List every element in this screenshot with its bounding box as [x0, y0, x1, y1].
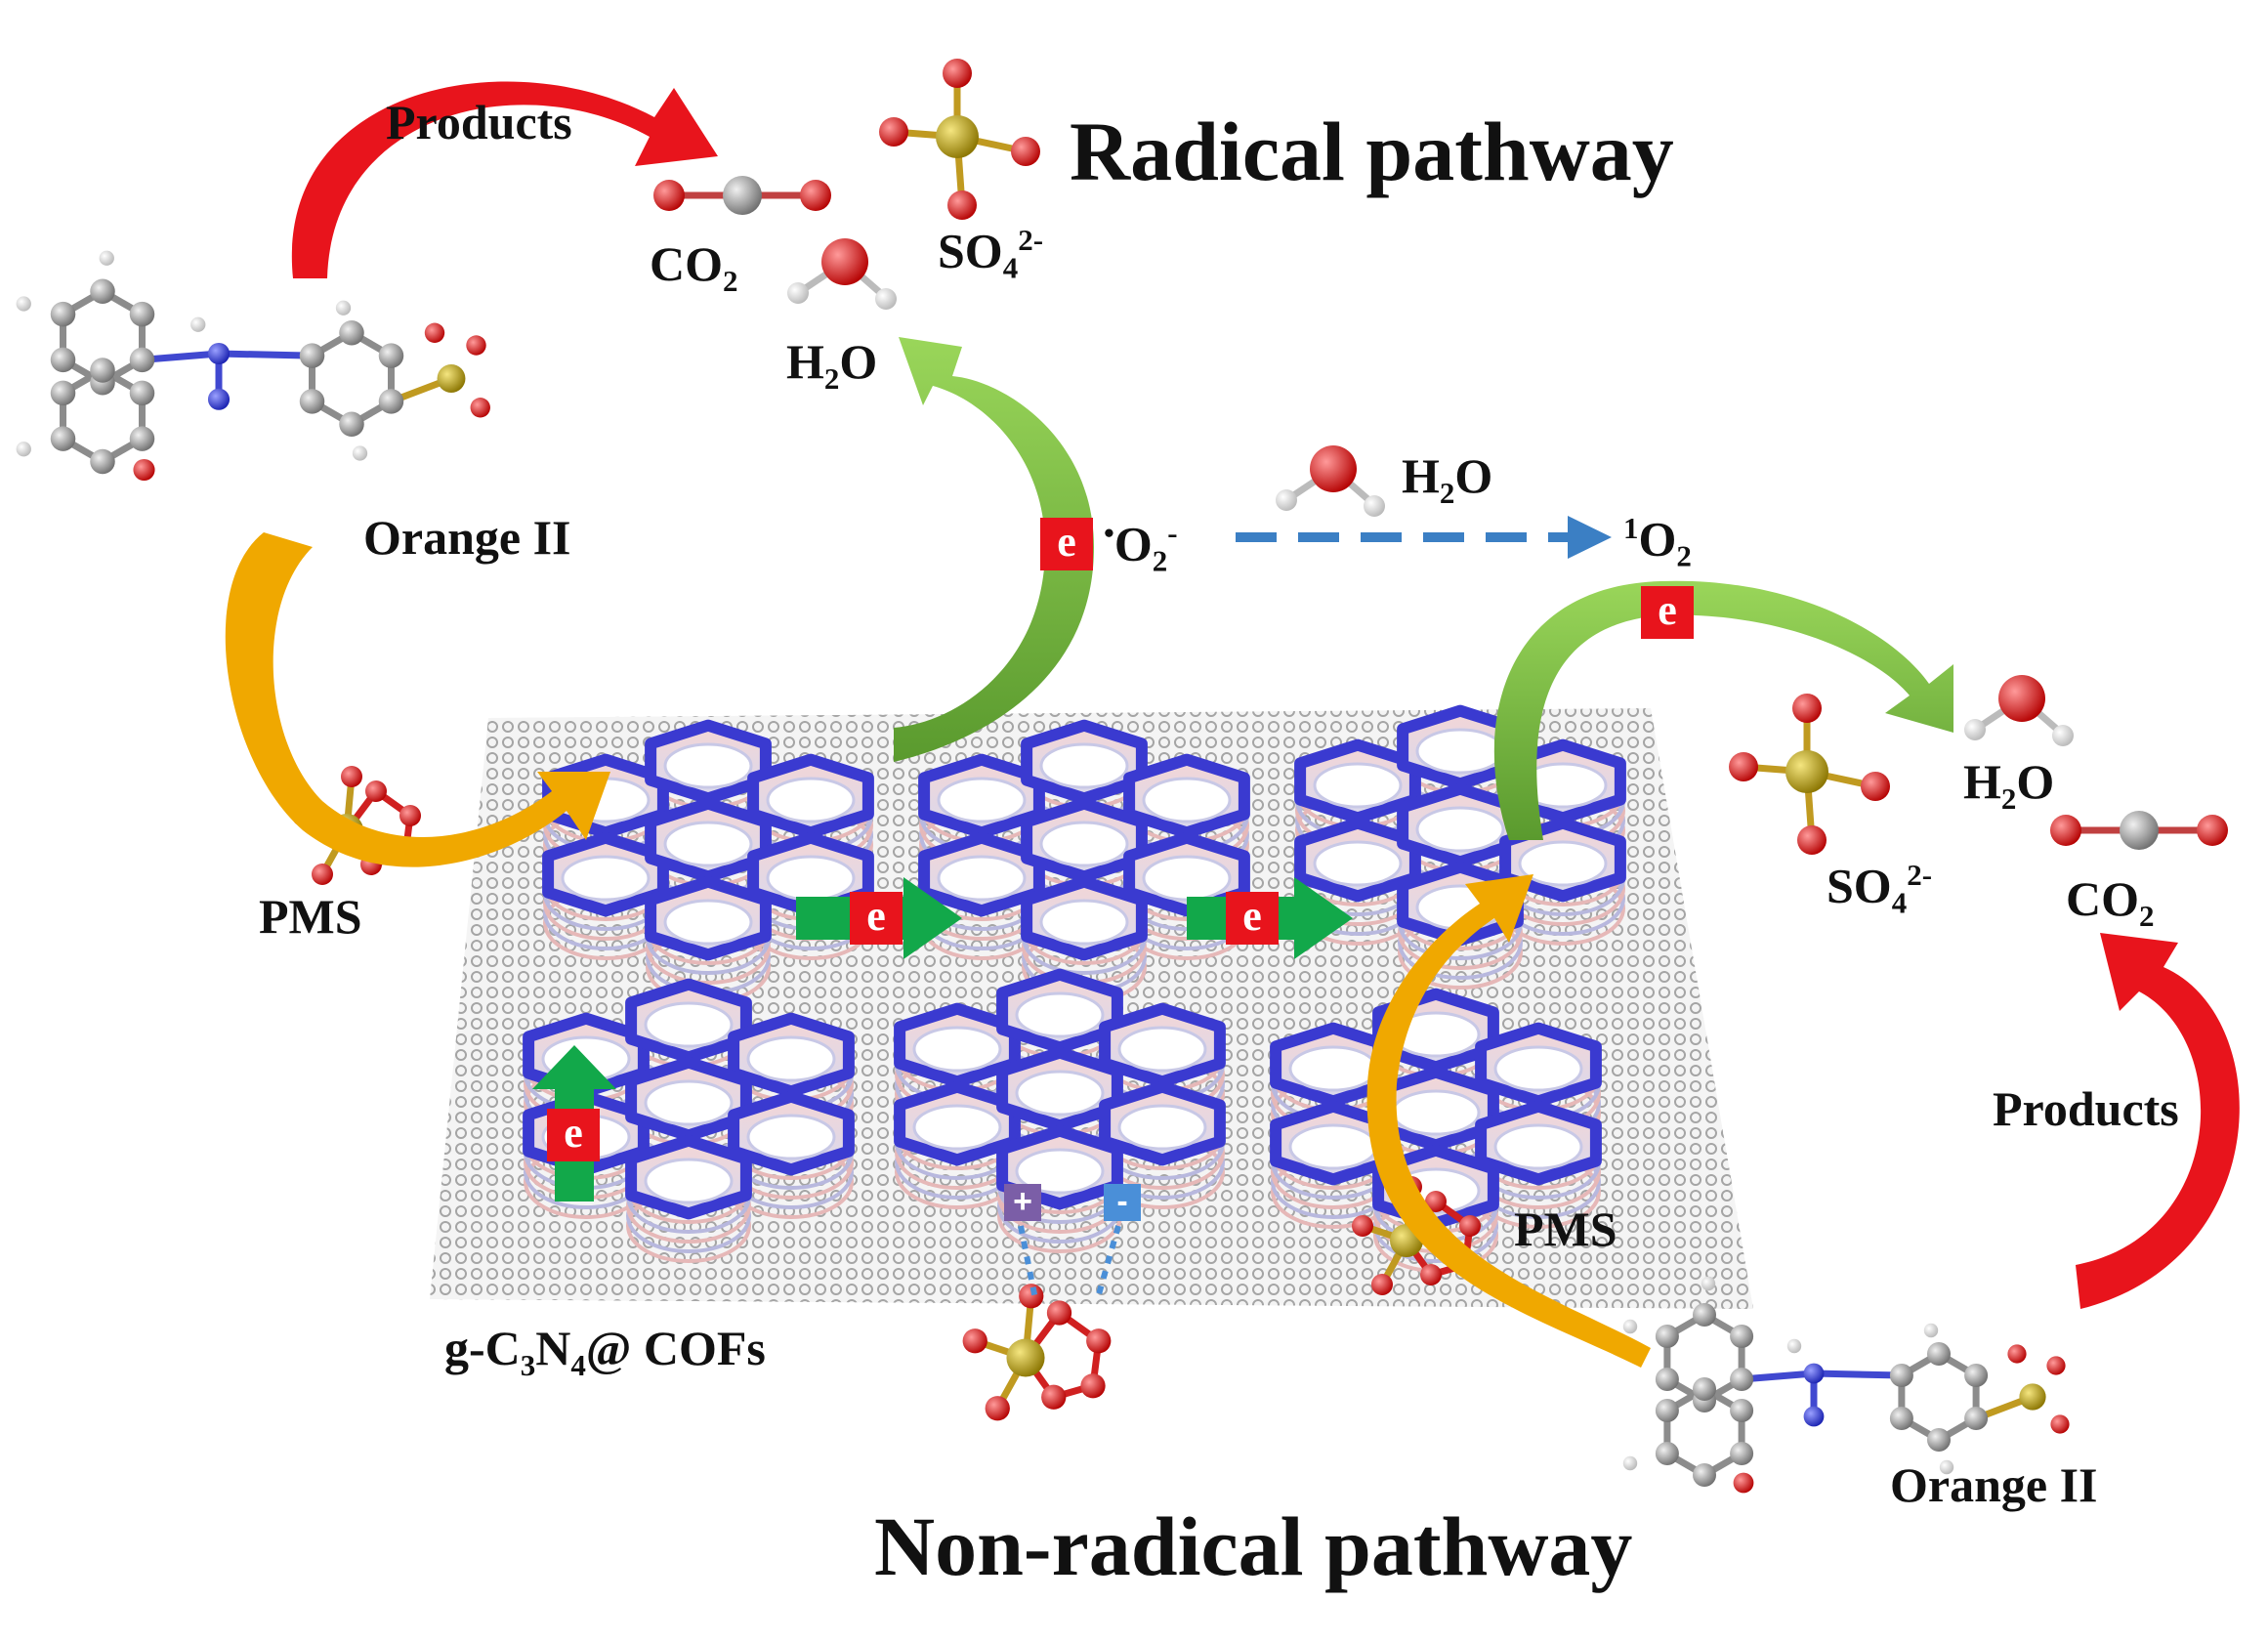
non-radical-pathway-title: Non-radical pathway — [874, 1499, 1633, 1593]
molecules — [16, 59, 2228, 1494]
co2-bottom-text: CO — [2066, 871, 2139, 926]
plus-charge-box: + — [1004, 1184, 1041, 1221]
sulfate-molecule-bottom — [1729, 694, 1890, 855]
pms-arrow-left — [225, 532, 610, 867]
orange-ii-molecule-bottom — [1622, 1276, 2070, 1494]
cof-stacks — [523, 704, 1626, 1273]
dotted-links — [1018, 1225, 1121, 1300]
h2o-a-sub: 2 — [823, 361, 840, 396]
orange-ii-molecule-top — [16, 250, 490, 482]
h2o-c-o: O — [2016, 754, 2055, 809]
catalyst-sub4: 4 — [570, 1348, 586, 1382]
co2-bottom-sub: 2 — [2139, 899, 2155, 933]
electron-box-transfer-2: e — [1226, 892, 1279, 945]
h2o-b-o: O — [1454, 448, 1493, 503]
dashed-arrow — [1236, 516, 1612, 559]
singlet-oxygen-label: 1O2 — [1623, 513, 1692, 571]
co2-top-sub: 2 — [723, 264, 738, 298]
so4-bottom-sup: 2- — [1907, 858, 1933, 892]
singlet-o: O — [1638, 511, 1677, 567]
superoxide-sub: 2 — [1152, 543, 1168, 578]
sulfate-molecule-top — [879, 59, 1040, 220]
so4-top-sup: 2- — [1018, 223, 1044, 257]
orange-ii-label-bottom: Orange II — [1890, 1457, 2098, 1512]
so4-label-top: SO42- — [938, 225, 1043, 283]
cof-stack-top-middle — [918, 719, 1250, 1004]
h2o-c-sub: 2 — [2000, 781, 2017, 816]
h2o-label-top: H2O — [786, 337, 877, 394]
products-arrow-top — [291, 81, 718, 278]
orange-ii-label-top: Orange II — [363, 510, 571, 565]
catalyst-sub3: 3 — [520, 1348, 536, 1382]
pms-label-left: PMS — [259, 889, 362, 944]
electron-box-transfer-1: e — [850, 892, 903, 945]
catalyst-label: g-C3N4@ COFs — [444, 1324, 766, 1380]
electron-box-singlet: e — [1641, 586, 1694, 639]
co2-molecule-bottom — [2050, 811, 2228, 850]
minus-charge-box: - — [1104, 1184, 1141, 1221]
h2o-a-h: H — [786, 334, 824, 389]
cof-stack-bottom-middle — [894, 968, 1226, 1253]
electron-box-vertical: e — [547, 1109, 600, 1161]
h2o-c-h: H — [1963, 754, 2001, 809]
h2o-label-bottom: H2O — [1963, 757, 2054, 814]
radical-pathway-title: Radical pathway — [1070, 105, 1674, 198]
pms-molecule-center — [962, 1284, 1112, 1421]
water-molecule-top — [787, 238, 897, 310]
superoxide-dot: • — [1104, 516, 1114, 550]
water-molecule-bottom — [1964, 675, 2074, 746]
catalyst-n: N — [535, 1321, 571, 1375]
superoxide-sup: - — [1167, 516, 1178, 550]
products-label-bottom: Products — [1993, 1081, 2179, 1136]
green-arrow-nonradical — [1493, 580, 1953, 840]
products-label-top: Products — [386, 95, 572, 149]
water-molecule-middle — [1276, 445, 1385, 517]
so4-bottom-sub: 4 — [1891, 885, 1908, 920]
co2-top-text: CO — [650, 236, 723, 291]
pms-molecule-right — [1352, 1176, 1481, 1295]
electron-box-superoxide: e — [1040, 518, 1093, 570]
green-arrow-radical — [894, 337, 1094, 762]
h2o-b-sub: 2 — [1439, 476, 1455, 510]
pms-arrow-right — [1366, 874, 1651, 1368]
pms-label-right: PMS — [1514, 1201, 1617, 1256]
co2-label-top: CO2 — [650, 239, 738, 296]
superoxide-label: •O2- — [1104, 518, 1178, 576]
so4-top-sub: 4 — [1002, 250, 1019, 285]
so4-bottom-text: SO — [1827, 858, 1892, 913]
singlet-sub: 2 — [1676, 538, 1692, 573]
h2o-label-middle: H2O — [1402, 451, 1492, 508]
cof-stack-bottom-left — [523, 978, 855, 1263]
so4-top-text: SO — [938, 223, 1003, 278]
co2-molecule-top — [653, 176, 831, 215]
h2o-a-o: O — [839, 334, 878, 389]
h2o-b-h: H — [1402, 448, 1440, 503]
co2-label-bottom: CO2 — [2066, 874, 2155, 931]
so4-label-bottom: SO42- — [1827, 860, 1932, 918]
singlet-sup: 1 — [1623, 511, 1639, 545]
catalyst-suffix: @ COFs — [585, 1321, 766, 1375]
superoxide-o: O — [1113, 516, 1153, 571]
catalyst-prefix: g-C — [444, 1321, 521, 1375]
products-arrow-bottom — [2076, 933, 2240, 1309]
